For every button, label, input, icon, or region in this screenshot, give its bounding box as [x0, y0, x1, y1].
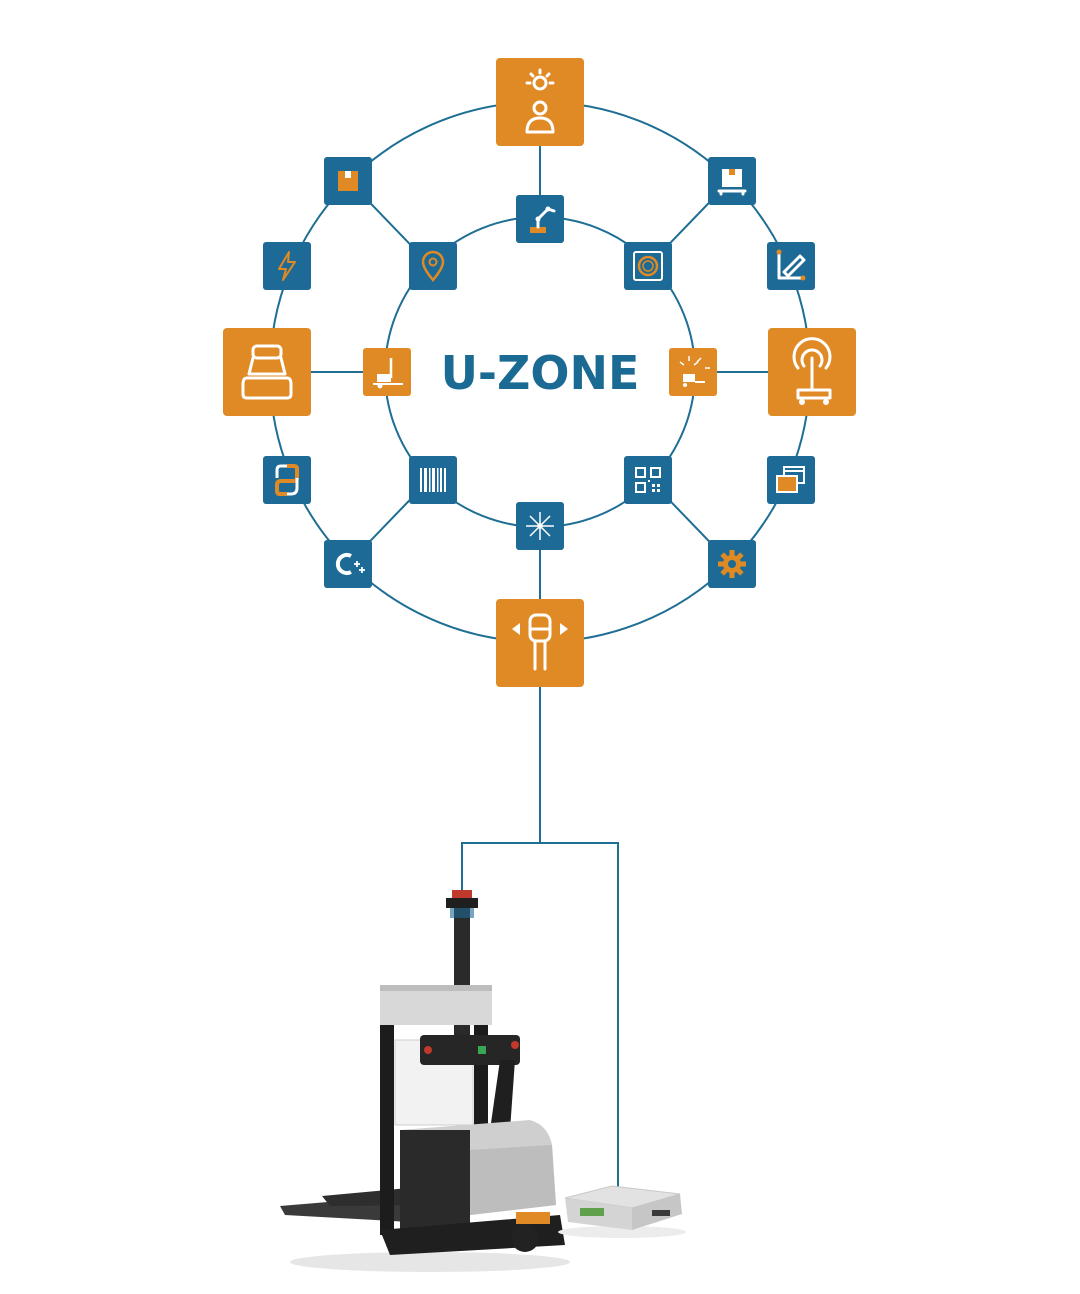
node-barcode [409, 456, 457, 504]
hardware-connection-lines [461, 686, 619, 1188]
node-location-pin [409, 242, 457, 290]
charging-station [558, 1185, 686, 1238]
node-gear [708, 540, 756, 588]
touch-agv-icon [792, 337, 832, 405]
node-python [263, 456, 311, 504]
barcode-icon [420, 468, 446, 492]
node-touch-agv [768, 328, 856, 416]
box-on-pallet-icon [717, 169, 747, 196]
node-reflector [624, 242, 672, 290]
reflector-icon [633, 251, 663, 281]
autonomous-forklift [280, 890, 570, 1272]
lightbulb-person-icon [525, 68, 555, 134]
node-forklift-alert [669, 348, 717, 396]
robot-arm-icon [530, 206, 556, 233]
charging-pile-icon [241, 344, 293, 400]
node-forklift [363, 348, 411, 396]
diagram-title: U-ZONE [441, 346, 640, 400]
box-icon [338, 171, 358, 191]
laser-scanner-icon [526, 512, 554, 540]
node-qr-code [624, 456, 672, 504]
node-lightning [263, 242, 311, 290]
node-robot-arm [516, 195, 564, 243]
beacon-light [452, 890, 472, 898]
node-charging-pile [223, 328, 311, 416]
lidar-sensor-icon [512, 613, 568, 671]
forklift-icon [373, 358, 403, 389]
forklift-alert-icon [679, 356, 710, 387]
status-display [580, 1208, 604, 1216]
windows-icon [776, 466, 805, 493]
node-windows [767, 456, 815, 504]
gear-icon [718, 550, 746, 578]
node-cpp [324, 540, 372, 588]
node-lightbulb-person [496, 58, 584, 146]
node-laser-scanner [516, 502, 564, 550]
node-box-on-pallet [708, 157, 756, 205]
qr-code-icon [635, 467, 661, 493]
route-edit-icon [776, 249, 806, 281]
node-lidar-sensor [496, 599, 584, 687]
node-route-edit [767, 242, 815, 290]
node-box [324, 157, 372, 205]
cpp-icon [335, 553, 365, 575]
location-pin-icon [421, 250, 445, 282]
lightning-icon [278, 251, 296, 281]
python-icon [275, 464, 299, 496]
